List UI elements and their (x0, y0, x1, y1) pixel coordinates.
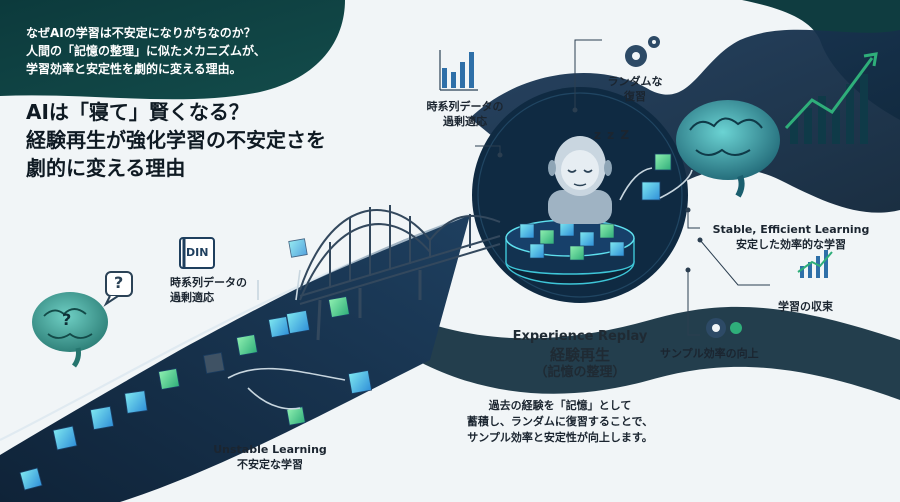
label-line: 時系列データの (426, 100, 504, 113)
intro-line: なぜAIの学習は不安定になりがちなのか？ (26, 26, 256, 40)
label-line: Unstable Learning (213, 443, 327, 456)
title-jp: 経験再生 (549, 346, 610, 364)
label-convergence: 学習の収束 (778, 300, 833, 313)
label-left-overfit: 時系列データの 過剰適応 (170, 275, 247, 305)
label-line: 復習 (624, 90, 646, 103)
brain-question-icon: ? (62, 310, 72, 329)
label-stable: Stable, Efficient Learning 安定した効率的な学習 (706, 222, 876, 252)
experience-replay-description: 過去の経験を「記憶」として 蓄積し、ランダムに復習することで、 サンプル効率と安… (440, 398, 680, 446)
label-sample-efficiency: サンプル効率の向上 (660, 347, 759, 360)
dqn-doc-icon: DIN (186, 246, 209, 259)
label-line: 安定した効率的な学習 (736, 238, 846, 251)
label-line: 時系列データの (170, 276, 247, 289)
experience-replay-title: Experience Replay 経験再生 （記憶の整理） (505, 328, 655, 382)
intro-line: 学習効率と安定性を劇的に変える理由。 (26, 62, 242, 76)
headline: AIは「寝て」賢くなる？ 経験再生が強化学習の不安定さを 劇的に変える理由 (26, 98, 406, 182)
label-line: ランダムな (607, 75, 663, 88)
label-unstable: Unstable Learning 不安定な学習 (205, 442, 335, 472)
intro-line: 人間の「記憶の整理」に似たメカニズムが、 (26, 44, 266, 58)
label-line: 不安定な学習 (237, 458, 303, 471)
title-sub: （記憶の整理） (534, 365, 626, 380)
headline-line: AIは「寝て」賢くなる？ (26, 100, 249, 124)
label-line: 過剰適応 (170, 291, 214, 304)
desc-line: 蓄積し、ランダムに復習することで、 (466, 415, 654, 428)
label-line: Stable, Efficient Learning (712, 223, 870, 236)
headline-line: 経験再生が強化学習の不安定さを (26, 128, 326, 152)
desc-line: 過去の経験を「記憶」として (488, 399, 632, 412)
label-random-review: ランダムな 復習 (600, 74, 670, 104)
label-line: 過剰適応 (443, 115, 487, 128)
title-en: Experience Replay (512, 329, 648, 344)
headline-line: 劇的に変える理由 (26, 156, 186, 180)
sleep-icon: z z Z (594, 128, 631, 142)
question-bubble-icon: ? (114, 273, 124, 292)
intro-text: なぜAIの学習は不安定になりがちなのか？ 人間の「記憶の整理」に似たメカニズムが… (26, 24, 326, 78)
desc-line: サンプル効率と安定性が向上します。 (467, 431, 653, 444)
label-top-overfit: 時系列データの 過剰適応 (415, 99, 515, 129)
